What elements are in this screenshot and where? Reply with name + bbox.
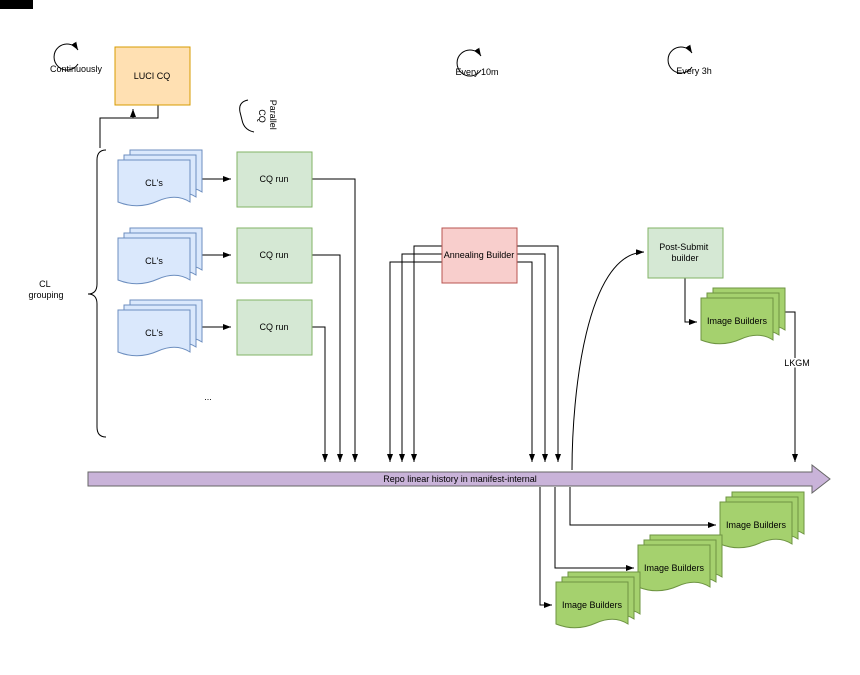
image-builders-stack-postsubmit: Image Builders bbox=[700, 287, 786, 345]
parallel-cq-line1: Parallel bbox=[268, 100, 278, 130]
cl-grouping-line1: CL bbox=[39, 279, 50, 289]
arrow-annealing-left-1 bbox=[411, 245, 442, 462]
luci-cq-node: LUCI CQ bbox=[114, 46, 191, 106]
repo-history-arrow: Repo linear history in manifest-internal bbox=[87, 463, 831, 495]
cq-run-node-3: CQ run bbox=[236, 299, 313, 356]
cycle-arrow-icon bbox=[456, 47, 482, 77]
arrow-annealing-right-2 bbox=[517, 253, 548, 462]
continuously-cycle: Continuously bbox=[50, 41, 103, 74]
post-submit-builder-label: Post-Submit builder bbox=[659, 242, 711, 263]
annealing-builder-label: Annealing Builder bbox=[444, 250, 515, 260]
arrow-postsubmit-to-imagebuilders bbox=[684, 278, 697, 325]
post-submit-builder-box bbox=[647, 227, 724, 279]
cycle-arrow-icon bbox=[53, 41, 79, 71]
arrow-cqrun2-to-repo bbox=[312, 254, 343, 462]
cq-run-label: CQ run bbox=[259, 174, 288, 184]
cl-stack-label: CL's bbox=[145, 328, 163, 338]
repo-history-arrow-shape bbox=[87, 463, 831, 495]
arrow-repo-to-postsubmit bbox=[571, 249, 645, 471]
luci-cq-box bbox=[114, 46, 191, 106]
repo-history-label: Repo linear history in manifest-internal bbox=[383, 474, 537, 484]
cl-grouping-brace bbox=[87, 149, 107, 438]
arrow-lkgm-to-repo bbox=[783, 311, 798, 462]
line-luci-feedback bbox=[99, 105, 159, 148]
image-builders-label: Image Builders bbox=[707, 316, 768, 326]
cl-grouping-label: CL grouping bbox=[28, 279, 63, 300]
image-builders-label: Image Builders bbox=[562, 600, 623, 610]
cq-run-box bbox=[236, 299, 313, 356]
arrow-cqrun3-to-repo bbox=[312, 326, 328, 462]
more-cls-ellipsis: ... bbox=[204, 392, 212, 402]
every-3h-label: Every 3h bbox=[676, 66, 712, 76]
cq-run-box bbox=[236, 151, 313, 208]
arrow-annealing-left-2 bbox=[399, 253, 442, 462]
connector-lines bbox=[99, 105, 798, 608]
image-builders-stack-middle: Image Builders bbox=[637, 534, 723, 592]
arrow-repo-to-imagebuilders-1 bbox=[539, 487, 552, 608]
arrow-repo-to-imagebuilders-2 bbox=[554, 487, 634, 571]
arrow-repo-to-imagebuilders-3 bbox=[569, 487, 716, 528]
cq-run-label: CQ run bbox=[259, 250, 288, 260]
annealing-builder-box bbox=[441, 227, 518, 284]
cl-stack-1: CL's bbox=[117, 149, 203, 207]
image-builders-stack-left: Image Builders bbox=[555, 571, 641, 629]
cq-run-box bbox=[236, 227, 313, 284]
every-10m-label: Every 10m bbox=[455, 67, 498, 77]
cl-stack-3: CL's bbox=[117, 299, 203, 357]
every-10m-cycle: Every 10m bbox=[455, 47, 499, 77]
cycle-arrow-icon bbox=[667, 44, 693, 74]
post-submit-line2: builder bbox=[671, 253, 698, 263]
parallel-cq-line2: CQ bbox=[257, 109, 267, 123]
image-builders-stack-right: Image Builders bbox=[719, 491, 805, 549]
parallel-cq-label: Parallel CQ bbox=[257, 100, 278, 133]
cl-grouping-line2: grouping bbox=[28, 290, 63, 300]
annealing-builder-node: Annealing Builder bbox=[441, 227, 518, 284]
cl-stack-2: CL's bbox=[117, 227, 203, 285]
post-submit-builder-node: Post-Submit builder bbox=[647, 227, 724, 279]
arrow-annealing-right-3 bbox=[517, 261, 535, 462]
cl-stack-label: CL's bbox=[145, 256, 163, 266]
screenshot-artifact bbox=[0, 0, 33, 9]
luci-cq-label: LUCI CQ bbox=[134, 71, 171, 81]
parallel-cq-brace bbox=[239, 99, 255, 133]
cq-run-label: CQ run bbox=[259, 322, 288, 332]
every-3h-cycle: Every 3h bbox=[667, 44, 712, 76]
arrow-annealing-left-3 bbox=[387, 261, 442, 462]
arrow-cqrun1-to-repo bbox=[312, 178, 358, 462]
continuously-label: Continuously bbox=[50, 64, 103, 74]
image-builders-label: Image Builders bbox=[726, 520, 787, 530]
image-builders-label: Image Builders bbox=[644, 563, 705, 573]
cq-run-node-2: CQ run bbox=[236, 227, 313, 284]
post-submit-line1: Post-Submit bbox=[659, 242, 709, 252]
lkgm-label: LKGM bbox=[784, 358, 810, 368]
arrow-annealing-right-1 bbox=[517, 245, 561, 462]
cq-run-node-1: CQ run bbox=[236, 151, 313, 208]
cl-stack-label: CL's bbox=[145, 178, 163, 188]
